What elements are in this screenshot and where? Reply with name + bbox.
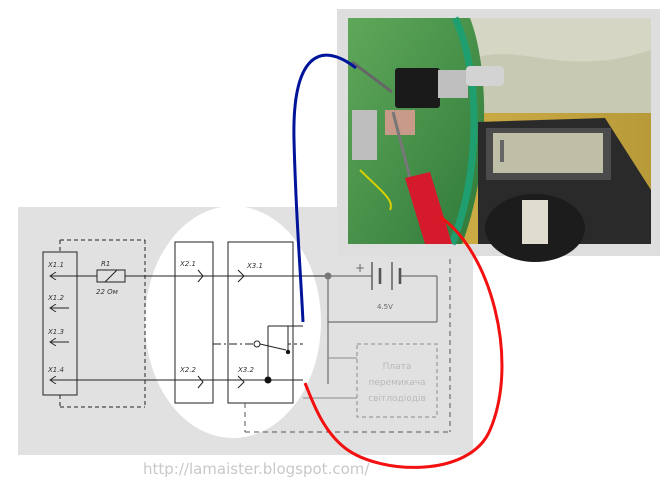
contact-dot (285, 349, 291, 355)
multimeter-photo (337, 9, 660, 262)
connector-x1 (42, 239, 146, 408)
red-probe-wire (303, 215, 504, 469)
x3-2-label: X3.2 (237, 366, 254, 374)
led-switch-board (244, 250, 451, 433)
connector-x3 (227, 241, 328, 404)
connector-x2 (174, 241, 228, 404)
battery (327, 262, 438, 384)
jack-switch (213, 325, 303, 380)
x2-2-label: X2.2 (179, 366, 196, 374)
x2-1-label: X2.1 (179, 260, 196, 268)
junction-dot (264, 376, 272, 384)
resistor-value: 22 Ом (96, 288, 119, 296)
battery-voltage: 4.5V (377, 303, 393, 311)
x1-2-label: X1.2 (47, 294, 64, 302)
blue-probe-wire (292, 53, 357, 323)
resistor-ref: R1 (101, 260, 110, 268)
board-label-2: перемикача (368, 378, 425, 388)
x1-4-label: X1.4 (47, 366, 64, 374)
resistor-r1 (69, 269, 175, 283)
x1-1-label: X1.1 (47, 261, 64, 269)
board-label-3: світлодіодів (368, 394, 426, 404)
battery-junction (324, 272, 332, 280)
x3-1-label: X3.1 (246, 262, 263, 270)
battery-plus: + (355, 261, 365, 275)
blog-url: http://lamaister.blogspot.com/ (143, 460, 370, 478)
board-label-1: Плата (383, 362, 412, 372)
x1-3-label: X1.3 (47, 328, 64, 336)
